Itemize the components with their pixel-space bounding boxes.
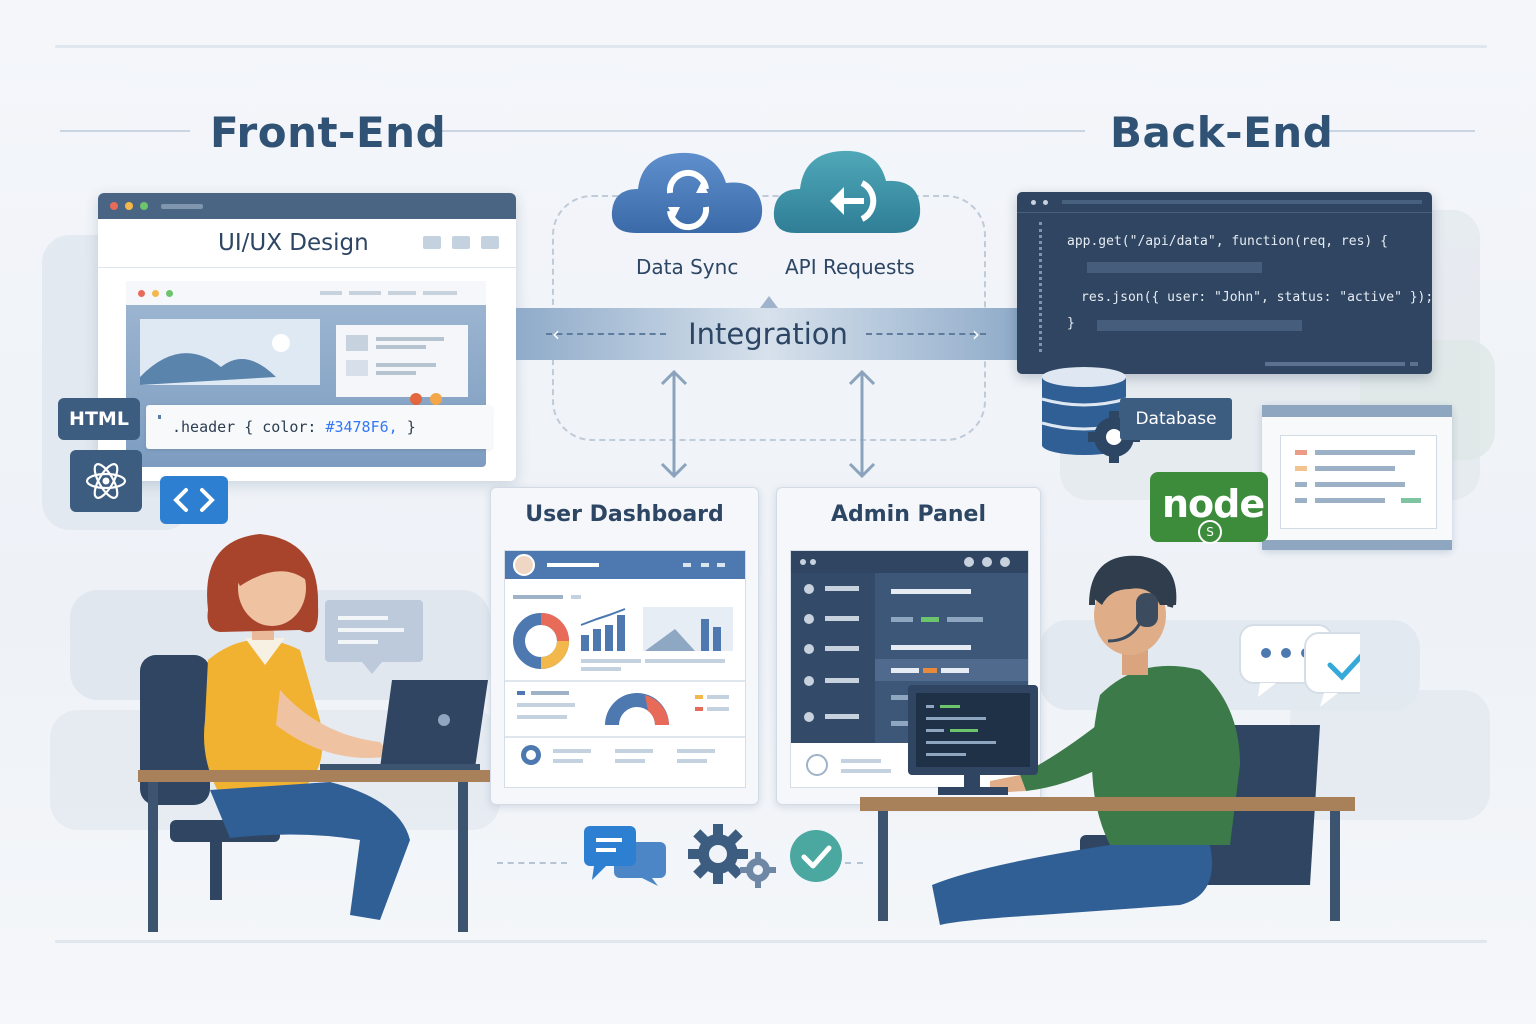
data-sync-cloud-icon (611, 152, 763, 233)
front-end-heading: Front-End (210, 108, 447, 157)
chat-icon (584, 826, 666, 886)
dashboard-charts (505, 595, 745, 765)
bottom-rule (55, 940, 1487, 943)
dashed-connector (497, 862, 567, 864)
vertical-arrows (660, 369, 876, 479)
back-end-heading: Back-End (1110, 108, 1334, 157)
react-icon (70, 450, 142, 512)
arrow-left-icon: ‹ (552, 322, 560, 346)
code-icon (160, 476, 228, 524)
frontend-developer-illustration (138, 534, 490, 932)
database-icon (1041, 367, 1140, 463)
avatar (513, 554, 535, 576)
database-label: Database (1120, 398, 1232, 440)
data-sync-label: Data Sync (636, 255, 739, 279)
uiux-design-title: UI/UX Design (218, 230, 369, 256)
user-dashboard-panel: User Dashboard (490, 487, 759, 805)
integration-band: ‹ › Integration (516, 308, 1020, 360)
backend-browser-window (1262, 405, 1452, 550)
check-icon (790, 830, 842, 882)
admin-panel-title: Admin Panel (830, 502, 987, 527)
css-code-snippet: .header { color: #3478F6, } (146, 405, 492, 449)
backend-developer-illustration (860, 555, 1360, 925)
arrow-right-icon: › (972, 322, 980, 346)
code-line-1: app.get("/api/data", function(req, res) … (1067, 234, 1388, 249)
api-requests-cloud-icon (773, 150, 921, 233)
nodejs-logo: node S (1150, 472, 1268, 544)
html-badge: HTML (58, 398, 140, 440)
uiux-design-window: UI/UX Design .heade (98, 193, 516, 481)
heading-line (430, 130, 1085, 132)
inner-mockup: .header { color: #3478F6, } (126, 281, 492, 467)
dashed-connector (845, 862, 863, 864)
backend-code-window: app.get("/api/data", function(req, res) … (1017, 192, 1434, 374)
integration-label: Integration (688, 317, 848, 351)
code-line-2: res.json({ user: "John", status: "active… (1081, 290, 1434, 305)
code-line-3: } (1067, 316, 1075, 331)
heading-line (60, 130, 190, 132)
window-titlebar (98, 193, 516, 219)
api-requests-label: API Requests (785, 255, 915, 279)
gear-icon (688, 824, 776, 888)
pointer-triangle (760, 296, 778, 308)
top-rule (55, 45, 1487, 48)
heading-line (1325, 130, 1475, 132)
admin-interface (791, 551, 1028, 776)
user-dashboard-title: User Dashboard (525, 502, 724, 527)
landscape-image-icon (140, 319, 468, 405)
admin-panel: Admin Panel (776, 487, 1041, 805)
